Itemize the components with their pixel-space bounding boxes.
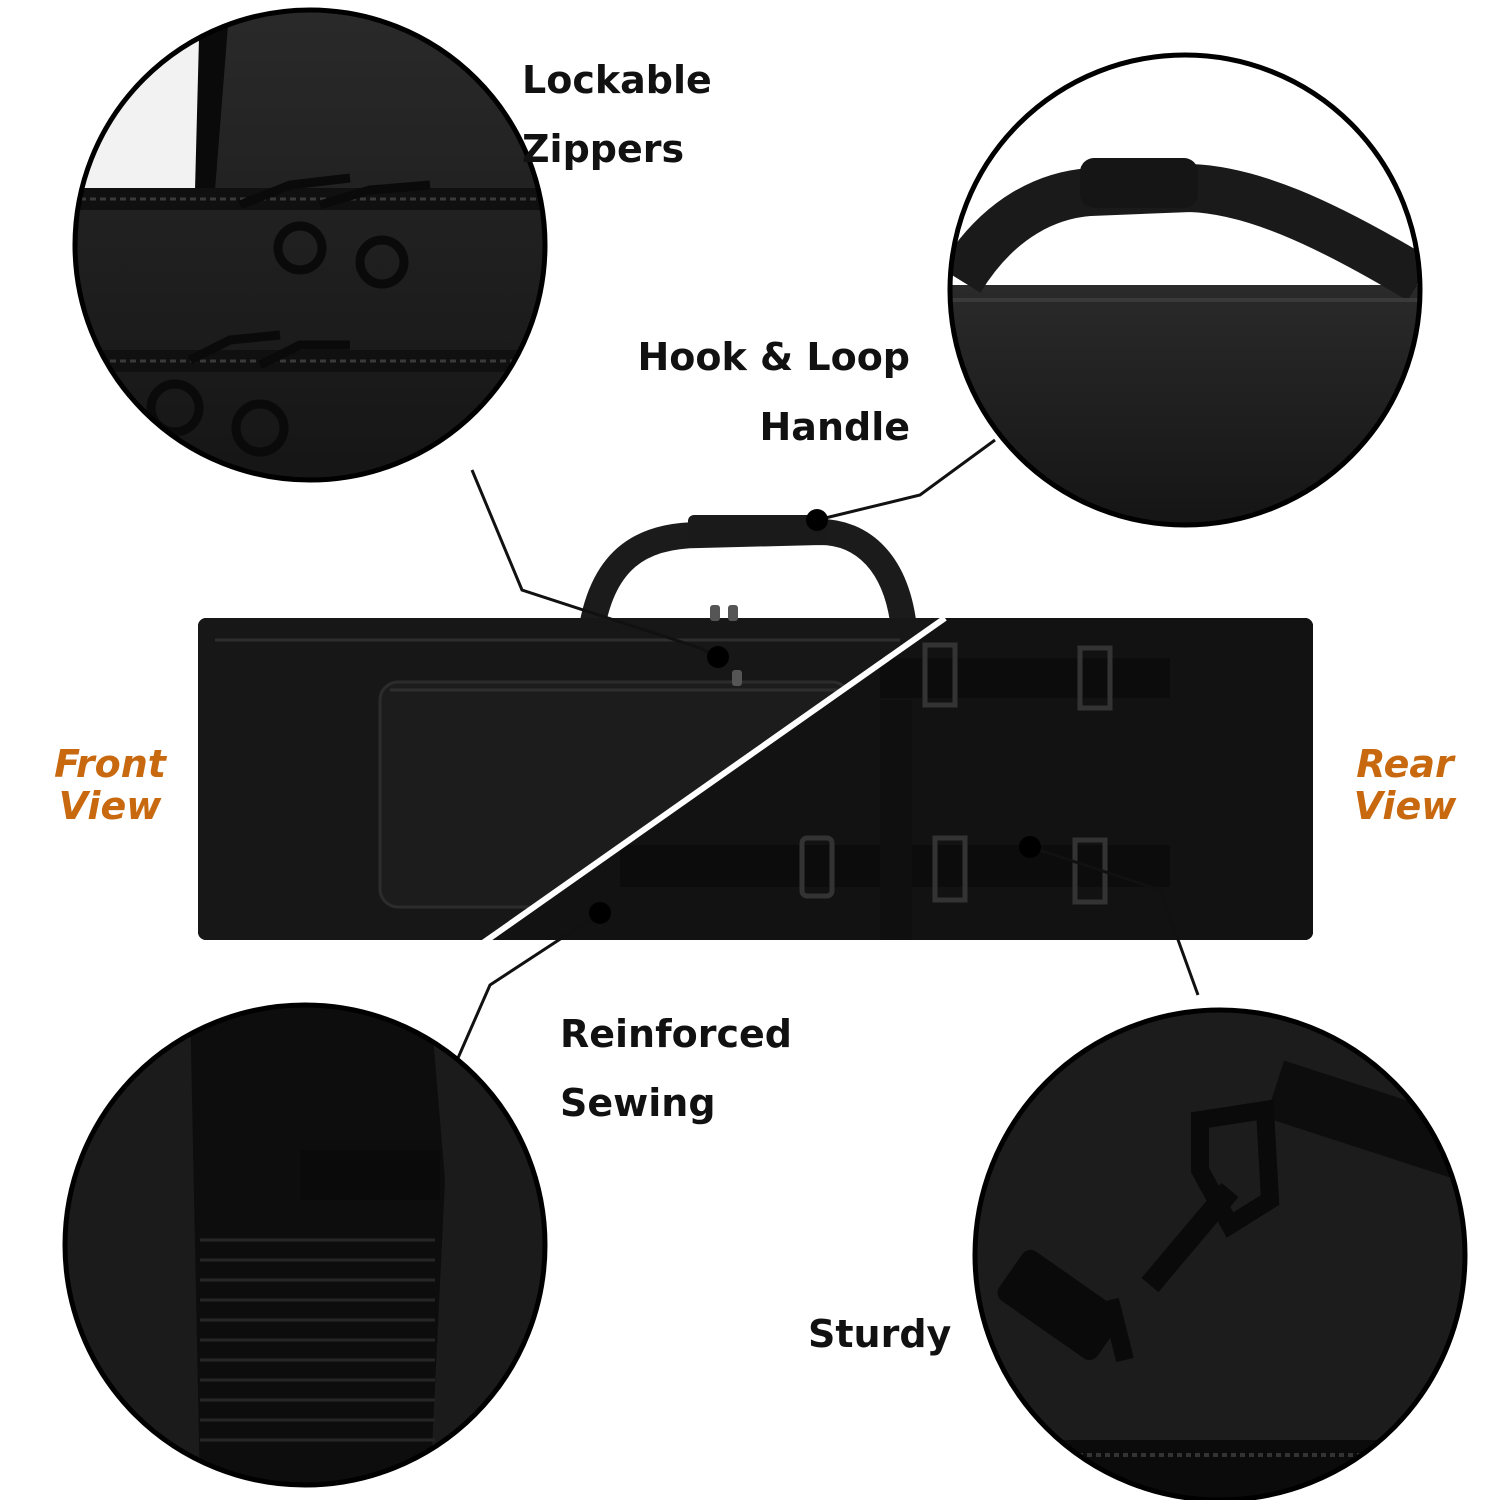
callout-reinforced-sewing-line2: Sewing [560, 1081, 716, 1125]
callout-dot-handle [806, 509, 828, 531]
swivel-hook-icon [997, 1099, 1280, 1363]
zipper-pull-icon [146, 173, 431, 457]
callout-lockable-zippers-line2: Zippers [522, 127, 685, 171]
front-view-label: Front View [40, 743, 180, 827]
rear-view-line1: Rear [1356, 742, 1454, 786]
detail-circle-handle [947, 52, 1423, 528]
webbing-strap-icon [190, 1005, 445, 1485]
detail-circle-zippers [72, 7, 548, 483]
handle-icon [950, 158, 1420, 301]
carry-handle [577, 515, 918, 642]
detail-circle-sewing [62, 1002, 548, 1488]
callout-lockable-zippers-line1: Lockable [522, 58, 712, 102]
callout-dot-sewing [589, 902, 611, 924]
zipper-pull-icon [710, 605, 742, 686]
rear-view-label: Rear View [1335, 743, 1475, 827]
callout-reinforced-sewing-line1: Reinforced [560, 1012, 792, 1056]
callout-hook-loop-line1: Hook & Loop [637, 335, 910, 379]
detail-circle-sturdy [972, 1007, 1468, 1500]
front-view-line2: View [58, 784, 162, 828]
callout-hook-loop-line2: Handle [759, 405, 911, 449]
callout-sturdy: Sturdy [808, 1312, 952, 1356]
front-view-line1: Front [54, 742, 166, 786]
gun-case-bag [198, 515, 1313, 940]
callout-dot-sturdy [1019, 836, 1041, 858]
rear-view-line2: View [1353, 784, 1457, 828]
callout-dot-zippers [707, 646, 729, 668]
